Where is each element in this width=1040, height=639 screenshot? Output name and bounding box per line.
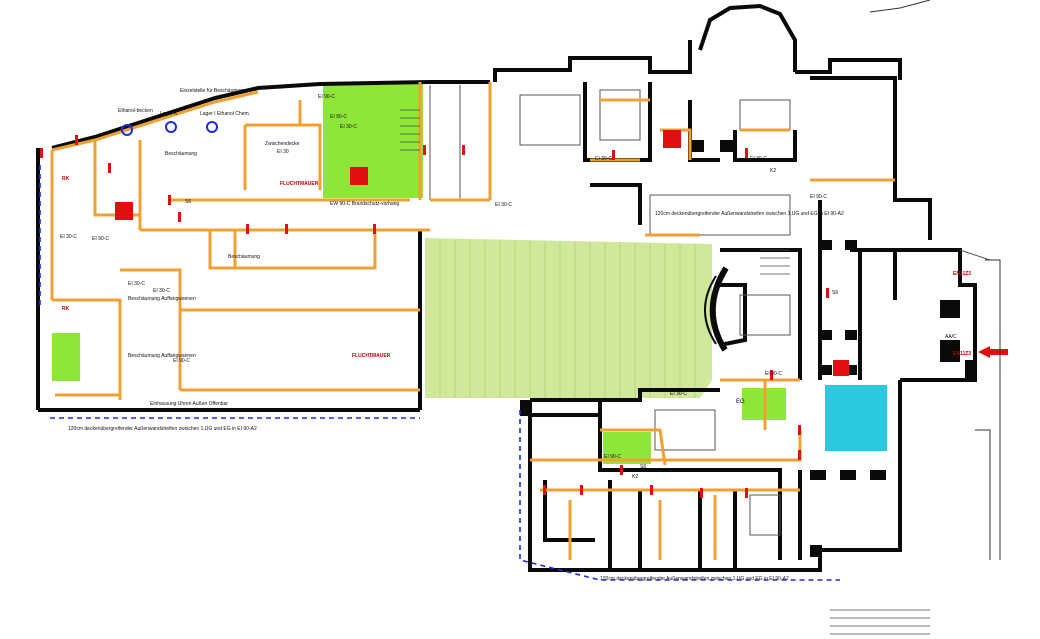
rating-12: EI 90-C bbox=[604, 454, 621, 460]
foam-connection-icon-1 bbox=[121, 124, 133, 136]
label-aa: AA/C bbox=[945, 334, 957, 340]
label-vorsorge: Einhausung Uhren Außen Offenbar bbox=[150, 401, 228, 407]
rating-11: EI 30-C bbox=[750, 156, 767, 162]
label-note-right: 120cm deckenübergreifender Außenwandstre… bbox=[655, 211, 844, 217]
stairwell-green-top bbox=[323, 84, 423, 198]
fire-dampers bbox=[115, 130, 849, 376]
label-zwischendecke-rating: EI 30 bbox=[277, 149, 289, 155]
label-s6-3: S6 bbox=[640, 464, 646, 470]
rating-6: EI 30-C bbox=[128, 281, 145, 287]
stairs bbox=[400, 109, 930, 635]
label-beschaeumung-auffang-2: Beschäumung Auffangwannen bbox=[128, 353, 196, 359]
rating-13: EI 30-C bbox=[495, 202, 512, 208]
label-lager-k: Lager K bbox=[160, 111, 178, 117]
label-zwischendecke: Zwischendecke bbox=[265, 141, 300, 147]
rating-10: EI 90-C bbox=[810, 194, 827, 200]
walls bbox=[36, 3, 977, 572]
columns bbox=[520, 140, 977, 557]
rating-7: EI 30-C bbox=[153, 288, 170, 294]
damper-3 bbox=[663, 130, 681, 148]
rating-4: EI 30-C bbox=[60, 234, 77, 240]
fire-ratings: EI 90-C EI 90-C EI 30-C EI 30-C EI 90-C … bbox=[60, 94, 827, 460]
label-beschaeumung-top: Beschäumung bbox=[165, 151, 197, 157]
interior-lines bbox=[429, 85, 991, 536]
label-ethanol: Ethanol-becken bbox=[118, 108, 153, 114]
exterior-steps bbox=[869, 0, 1001, 560]
label-brandschutzvorhang: EW 90-C Brandschutz-vorhang bbox=[330, 201, 399, 207]
sanitary-cyan-zone bbox=[825, 385, 887, 451]
label-s6-1: S6 bbox=[185, 199, 191, 205]
marker-fluchtmauer-2: FLUCHTMAUER bbox=[280, 181, 319, 187]
rating-8: EI 90-C bbox=[173, 358, 190, 364]
red-markers: RK RK FLUCHTMAUER FLUCHTMAUER EN11Z3 EN1… bbox=[62, 176, 971, 359]
label-eg: EG bbox=[736, 399, 745, 405]
rating-1: EI 90-C bbox=[318, 94, 335, 100]
label-s6-2: S6 bbox=[832, 290, 838, 296]
auditorium-seating bbox=[425, 238, 712, 398]
label-lager-chem: Lager I Ethanol Chem. bbox=[200, 111, 250, 117]
damper-2 bbox=[350, 167, 368, 185]
rating-2: EI 90-C bbox=[330, 114, 347, 120]
apse bbox=[709, 266, 729, 352]
rating-14: EI 90-C bbox=[765, 371, 782, 377]
label-note-bottom: 120cm deckenübergreifender Außenwandstre… bbox=[600, 576, 789, 582]
seating-rows bbox=[439, 240, 696, 398]
damper-4 bbox=[833, 360, 849, 376]
red-tick-markers bbox=[40, 135, 829, 498]
rating-3: EI 30-C bbox=[340, 124, 357, 130]
rating-9: EI 30-C bbox=[595, 156, 612, 162]
foam-connections bbox=[121, 121, 218, 136]
foam-connection-icon-3 bbox=[206, 121, 218, 133]
marker-rk-2: RK bbox=[62, 306, 70, 312]
label-beschaeumung-auffang-1: Beschäumung Auffangwannen bbox=[128, 296, 196, 302]
label-k2: K2 bbox=[770, 168, 776, 174]
damper-1 bbox=[115, 202, 133, 220]
marker-rk-1: RK bbox=[62, 176, 70, 182]
marker-en-2: EN11Z3 bbox=[953, 351, 971, 357]
rating-15: EI 30-C bbox=[670, 391, 687, 397]
room-labels: Einzelstelle für Beschäumung Ethanol-bec… bbox=[68, 88, 957, 582]
entrance-arrow-icon bbox=[978, 346, 1008, 358]
marker-en-1: EN11Z3 bbox=[953, 271, 971, 277]
label-einzelstelle: Einzelstelle für Beschäumung bbox=[180, 88, 246, 94]
marker-fluchtmauer-1: FLUCHTMAUER bbox=[352, 353, 391, 359]
label-k2-b: K2 bbox=[632, 474, 638, 480]
stairwell-green-left bbox=[52, 333, 80, 381]
foam-connection-icon-2 bbox=[165, 121, 177, 133]
fire-section-boundary bbox=[39, 165, 840, 581]
label-beschaeumung-mid: Beschäumung bbox=[228, 254, 260, 260]
rating-5: EI 90-C bbox=[92, 236, 109, 242]
apse-inner bbox=[704, 275, 717, 345]
label-note-left: 120cm deckenübergreifender Außenwandstre… bbox=[68, 426, 257, 432]
